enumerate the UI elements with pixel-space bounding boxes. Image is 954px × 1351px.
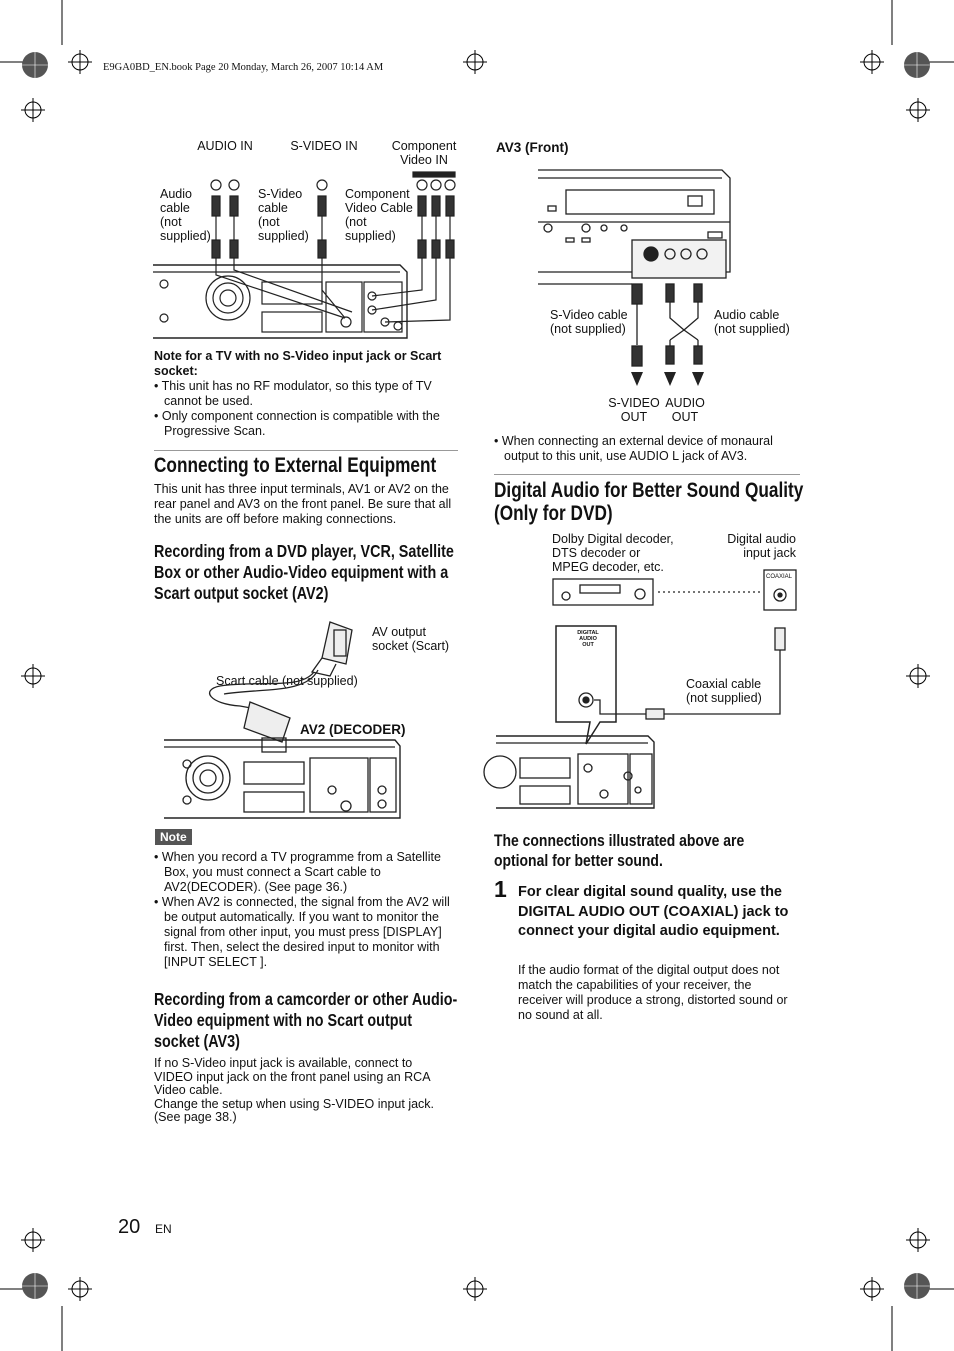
av2-note-bullet: • When AV2 is connected, the signal from… bbox=[154, 895, 450, 969]
av2-note-bullet: • When you record a TV programme from a … bbox=[154, 850, 441, 894]
label-audio-cable: Audio cable (not supplied) bbox=[160, 187, 211, 243]
av2-scart-diagram bbox=[164, 621, 401, 819]
coaxial-small-label: COAXIAL bbox=[766, 574, 793, 580]
note-badge: Note bbox=[155, 829, 192, 845]
label-svideo-in: S-VIDEO IN bbox=[290, 139, 358, 153]
label-scart-cable: Scart cable (not supplied) bbox=[216, 674, 358, 688]
tv-note-title: Note for a TV with no S-Video input jack… bbox=[154, 349, 442, 378]
step-body: If the audio format of the digital outpu… bbox=[518, 963, 788, 1022]
section-title-external: Connecting to External Equipment bbox=[154, 454, 437, 477]
label-digital-input-jack: Digital audio input jack bbox=[727, 532, 796, 560]
label-av3-audio-cable: Audio cable (not supplied) bbox=[714, 308, 790, 336]
section-av3-body: If no S-Video input jack is available, c… bbox=[154, 1056, 454, 1125]
page-number: 20 bbox=[118, 1216, 141, 1238]
label-coaxial-cable: Coaxial cable (not supplied) bbox=[686, 677, 762, 705]
label-dolby-decoder: Dolby Digital decoder, DTS decoder or MP… bbox=[552, 532, 674, 574]
label-av3-svideo-cable: S-Video cable (not supplied) bbox=[550, 308, 628, 336]
av3-body-1: If no S-Video input jack is available, c… bbox=[154, 1056, 430, 1097]
section-title-av3: Recording from a camcorder or other Audi… bbox=[154, 989, 458, 1051]
book-header-line: E9GA0BD_EN.book Page 20 Monday, March 26… bbox=[103, 62, 384, 73]
av3-front-diagram bbox=[538, 169, 731, 386]
section-external-body: This unit has three input terminals, AV1… bbox=[154, 482, 452, 526]
tv-note: Note for a TV with no S-Video input jack… bbox=[154, 349, 458, 439]
tv-connection-diagram bbox=[153, 171, 456, 339]
divider bbox=[154, 450, 458, 451]
av3-note: • When connecting an external device of … bbox=[494, 434, 773, 463]
language-tag: EN bbox=[155, 1222, 172, 1236]
label-audio-out: AUDIO OUT bbox=[665, 396, 705, 424]
label-svideo-out: S-VIDEO OUT bbox=[608, 396, 660, 424]
av3-front-title: AV3 (Front) bbox=[496, 140, 569, 155]
section-title-av2: Recording from a DVD player, VCR, Satell… bbox=[154, 541, 454, 603]
tv-note-bullet: • Only component connection is compatibl… bbox=[154, 409, 440, 438]
step-title: For clear digital sound quality, use the… bbox=[518, 884, 789, 939]
av2-notes: • When you record a TV programme from a … bbox=[154, 850, 458, 970]
divider bbox=[494, 474, 800, 475]
label-audio-in: AUDIO IN bbox=[197, 139, 253, 153]
step-number: 1 bbox=[494, 876, 507, 902]
digital-out-small-label: DIGITAL AUDIO OUT bbox=[577, 630, 599, 648]
av3-body-2: Change the setup when using S-VIDEO inpu… bbox=[154, 1096, 435, 1124]
label-av2-decoder: AV2 (DECODER) bbox=[300, 722, 406, 737]
label-svideo-cable: S-Video cable (not supplied) bbox=[258, 187, 309, 243]
label-component-video-in: Component Video IN bbox=[391, 139, 457, 167]
tv-note-bullet: • This unit has no RF modulator, so this… bbox=[154, 379, 432, 408]
label-component-cable: Component Video Cable (not supplied) bbox=[345, 187, 413, 243]
digital-audio-diagram bbox=[483, 569, 797, 809]
label-av-output-socket: AV output socket (Scart) bbox=[372, 625, 450, 653]
section-title-digital: Digital Audio for Better Sound Quality (… bbox=[494, 479, 804, 525]
digital-optional-note: The connections illustrated above are op… bbox=[494, 831, 745, 870]
